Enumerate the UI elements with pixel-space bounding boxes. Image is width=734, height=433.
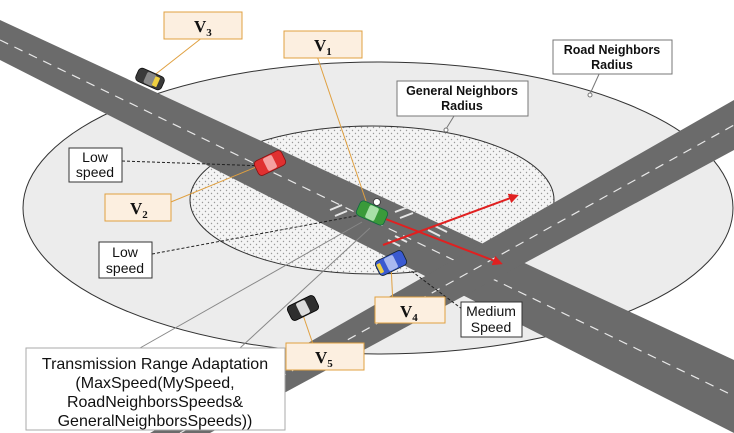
arrow-northeast [382,193,519,246]
leader-lines [121,160,467,313]
svg-text:Radius: Radius [591,58,633,72]
car-v5[interactable] [286,294,320,322]
svg-text:RoadNeighborsSpeeds&: RoadNeighborsSpeeds& [67,394,243,411]
svg-text:speed: speed [106,260,144,276]
svg-text:GeneralNeighborsSpeeds)): GeneralNeighborsSpeeds)) [58,413,253,430]
label-v4: V4 [374,296,446,324]
svg-text:V5: V5 [315,348,333,370]
svg-text:(MaxSpeed(MySpeed,: (MaxSpeed(MySpeed, [75,375,234,392]
svg-text:Medium: Medium [466,303,516,319]
car-v1[interactable] [355,193,392,227]
note-v4-speed: Medium Speed [460,301,523,338]
svg-text:Low: Low [112,244,139,260]
label-v1: V1 [283,30,363,59]
svg-text:Transmission Range Adaptation: Transmission Range Adaptation [42,356,268,373]
transmission-leaders [139,221,371,349]
label-v3: V3 [163,11,243,40]
svg-text:General Neighbors: General Neighbors [406,84,518,98]
callout-pointers [443,71,601,133]
svg-text:V4: V4 [400,302,418,324]
note-low-speed-left: Low speed [98,241,153,279]
svg-text:V2: V2 [130,199,148,221]
transmission-range-box: Transmission Range Adaptation (MaxSpeed(… [25,347,286,431]
road-a [0,20,734,433]
svg-text:Speed: Speed [471,319,511,335]
svg-text:Road Neighbors: Road Neighbors [564,43,661,57]
label-v5: V5 [285,342,365,371]
crosswalks [329,204,448,247]
svg-text:Radius: Radius [441,99,483,113]
callout-general-neighbors-radius: General Neighbors Radius [396,80,529,117]
car-v2[interactable] [253,149,287,177]
road-b-centerline [179,124,734,433]
svg-text:V3: V3 [194,17,212,39]
callout-road-neighbors-radius: Road Neighbors Radius [552,39,673,75]
car-v4[interactable] [374,249,408,277]
car-v3[interactable] [134,67,165,91]
label-v2: V2 [104,193,172,222]
note-v2-speed: Low speed [68,147,123,183]
svg-text:Low: Low [82,149,109,165]
svg-text:speed: speed [76,164,114,180]
arrow-southeast [382,217,503,266]
svg-text:V1: V1 [314,36,332,58]
